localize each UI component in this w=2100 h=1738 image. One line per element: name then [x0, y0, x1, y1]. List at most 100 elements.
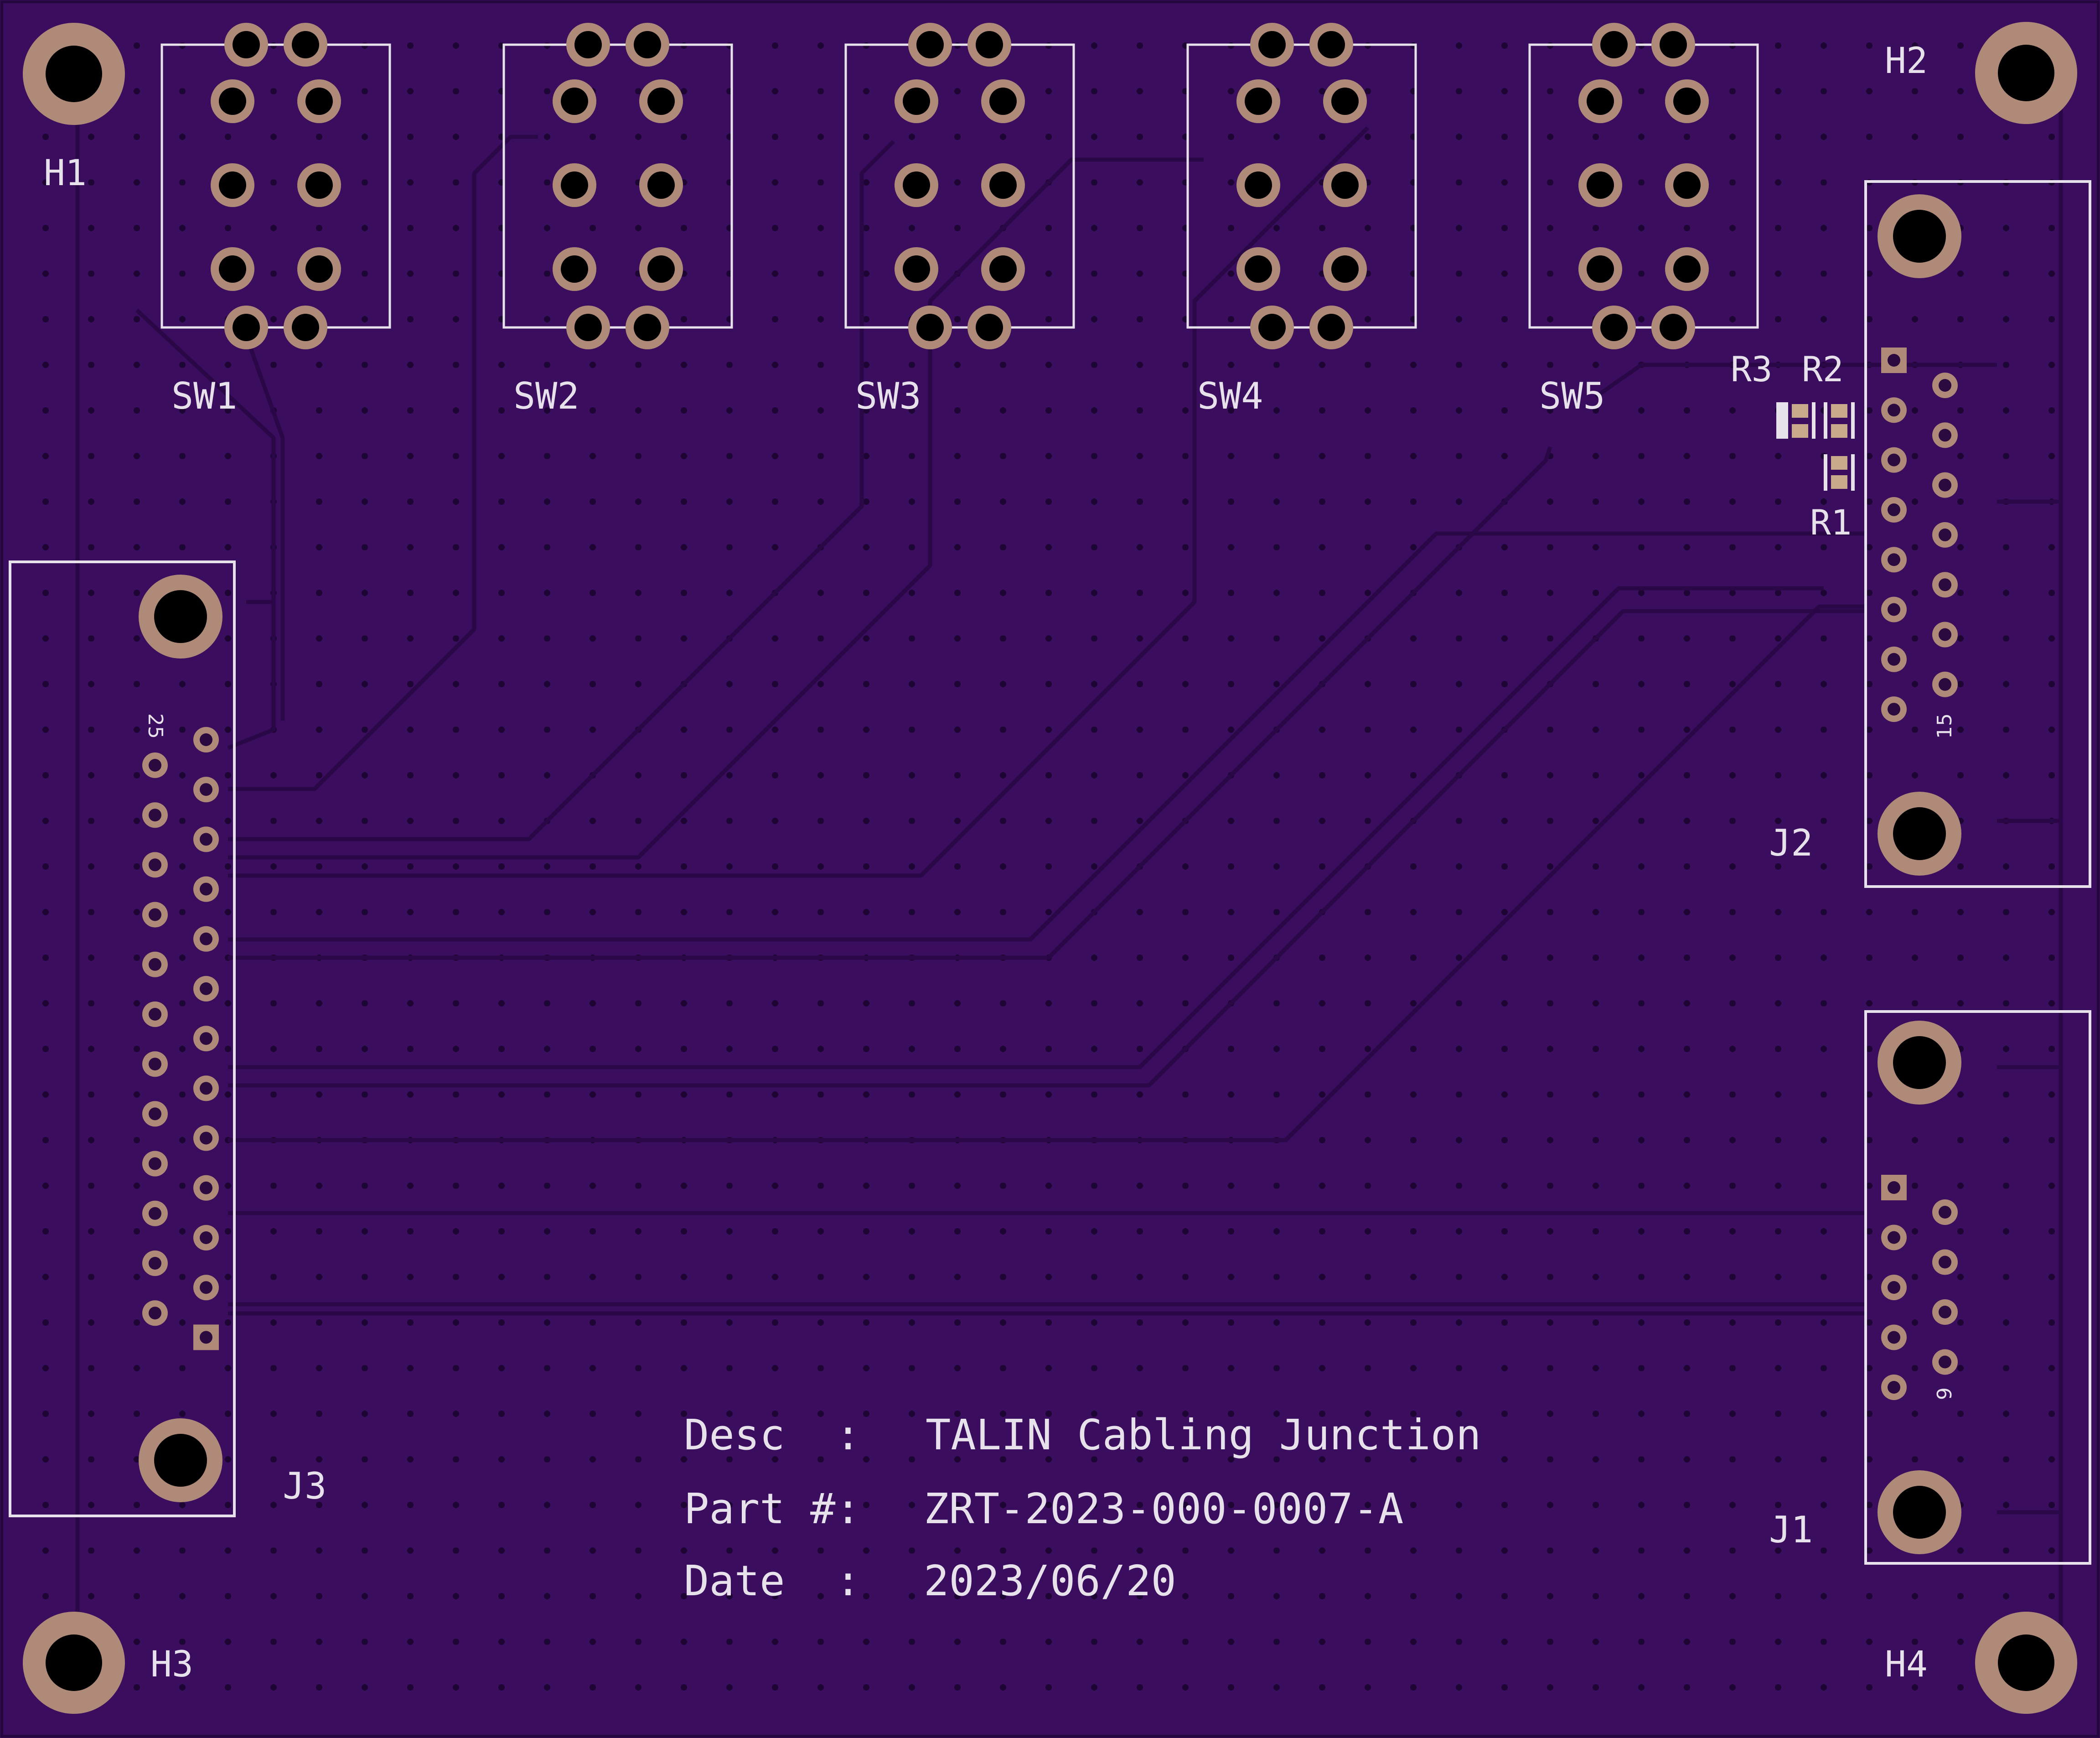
via	[954, 1684, 961, 1691]
mounting-hole-h4: H4	[1885, 1612, 2077, 1714]
via	[909, 1000, 915, 1006]
via	[863, 635, 869, 642]
via	[1866, 498, 1872, 505]
via	[88, 863, 94, 870]
switch-pad-hole	[1245, 88, 1272, 115]
via	[407, 681, 414, 687]
via	[453, 453, 459, 459]
pin-hole	[200, 1082, 212, 1095]
via	[453, 909, 459, 915]
via	[909, 453, 915, 459]
via	[2003, 1502, 2009, 1508]
via	[1228, 681, 1234, 687]
via	[362, 544, 368, 550]
via	[2003, 1593, 2009, 1599]
via	[2003, 316, 2009, 322]
pin-hole	[200, 932, 212, 945]
via	[453, 1593, 459, 1599]
via	[1684, 407, 1690, 414]
via	[863, 1593, 869, 1599]
via	[1684, 1319, 1690, 1326]
via	[498, 362, 505, 368]
via	[817, 1000, 824, 1006]
via	[1866, 955, 1872, 961]
via	[316, 772, 322, 778]
via	[1182, 1411, 1189, 1417]
via	[681, 1046, 687, 1052]
via	[1091, 544, 1097, 550]
via	[362, 1228, 368, 1235]
via	[134, 681, 140, 687]
via	[1182, 1593, 1189, 1599]
via	[225, 1091, 231, 1098]
via	[1866, 1137, 1872, 1143]
via	[863, 225, 869, 231]
via	[453, 635, 459, 642]
via	[954, 362, 961, 368]
via	[544, 453, 550, 459]
via	[590, 453, 596, 459]
via	[590, 1000, 596, 1006]
via	[88, 498, 94, 505]
via	[1638, 1684, 1645, 1691]
switch-pad-hole	[903, 255, 930, 283]
via	[498, 818, 505, 824]
via	[1182, 544, 1189, 550]
via	[1775, 42, 1781, 49]
via	[817, 225, 824, 231]
via	[407, 1183, 414, 1189]
via	[407, 635, 414, 642]
pin-hole	[200, 783, 212, 796]
via	[726, 1547, 733, 1554]
via	[1410, 863, 1417, 870]
via	[1729, 772, 1736, 778]
via	[635, 681, 641, 687]
pin-hole	[1888, 1231, 1900, 1244]
switch-2	[502, 23, 733, 349]
via	[270, 1274, 277, 1280]
via	[1547, 362, 1553, 368]
via	[1000, 863, 1006, 870]
via	[179, 453, 186, 459]
switch-pad-hole	[233, 31, 260, 58]
via	[954, 1456, 961, 1463]
via	[1957, 270, 1964, 277]
pin-hole	[1939, 429, 1951, 442]
via	[88, 453, 94, 459]
via	[726, 1274, 733, 1280]
via	[1821, 1274, 1827, 1280]
switch-pad-hole	[1245, 255, 1272, 283]
switch-label-sw5: SW5	[1539, 375, 1605, 417]
via	[1912, 681, 1918, 687]
via	[1319, 1183, 1325, 1189]
switch-pad-hole	[1600, 31, 1628, 58]
via	[453, 1274, 459, 1280]
via	[1182, 726, 1189, 733]
via	[1045, 1456, 1052, 1463]
via	[1456, 498, 1462, 505]
via	[1957, 544, 1964, 550]
via	[1091, 1000, 1097, 1006]
via	[635, 362, 641, 368]
via	[1228, 362, 1234, 368]
via	[1273, 1684, 1280, 1691]
via	[1456, 407, 1462, 414]
via	[863, 1046, 869, 1052]
via	[726, 726, 733, 733]
switch-pad-hole	[1258, 31, 1286, 58]
via	[1091, 316, 1097, 322]
via	[2048, 1137, 2055, 1143]
via	[316, 1502, 322, 1508]
via	[42, 863, 49, 870]
via	[362, 772, 368, 778]
via	[407, 316, 414, 322]
via	[42, 1547, 49, 1554]
desc-label: Desc :	[684, 1411, 861, 1459]
via	[1045, 1639, 1052, 1645]
switch-outline	[844, 43, 1075, 329]
via	[1957, 1639, 1964, 1645]
via	[179, 270, 186, 277]
via	[681, 88, 687, 94]
via	[407, 453, 414, 459]
